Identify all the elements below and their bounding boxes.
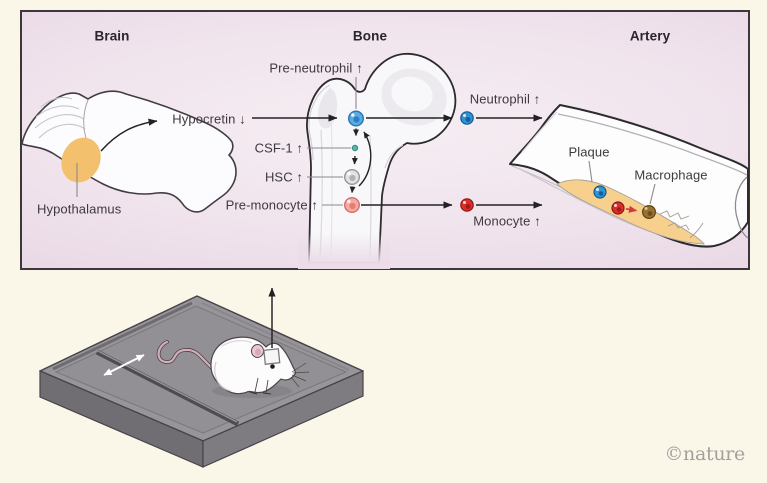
- sweep-direction-arrow: [103, 354, 145, 376]
- whiskers: [290, 362, 310, 388]
- pathway-panel: [20, 10, 750, 270]
- label-hsc: HSC ↑: [264, 169, 303, 185]
- section-header-brain: Brain: [94, 28, 130, 44]
- label-neutrophil: Neutrophil ↑: [469, 91, 541, 107]
- sleep-fragmentation-platform: [39, 295, 364, 468]
- label-pre-neutrophil: Pre-neutrophil ↑: [269, 60, 363, 76]
- nature-credit: ©nature: [664, 443, 745, 465]
- label-monocyte: Monocyte ↑: [473, 213, 541, 229]
- mouse-illustration: [156, 336, 310, 395]
- section-header-bone: Bone: [352, 28, 388, 44]
- label-pre-monocyte: Pre-monocyte ↑: [225, 197, 318, 213]
- section-header-artery: Artery: [629, 28, 671, 44]
- head-implant: [263, 348, 281, 365]
- label-csf1: CSF-1 ↑: [254, 140, 303, 156]
- label-hypothalamus: Hypothalamus: [37, 201, 122, 217]
- label-plaque: Plaque: [568, 144, 610, 160]
- sweeper-bar: [95, 349, 240, 427]
- label-hypocretin: Hypocretin ↓: [172, 111, 246, 127]
- label-macrophage: Macrophage: [634, 167, 708, 183]
